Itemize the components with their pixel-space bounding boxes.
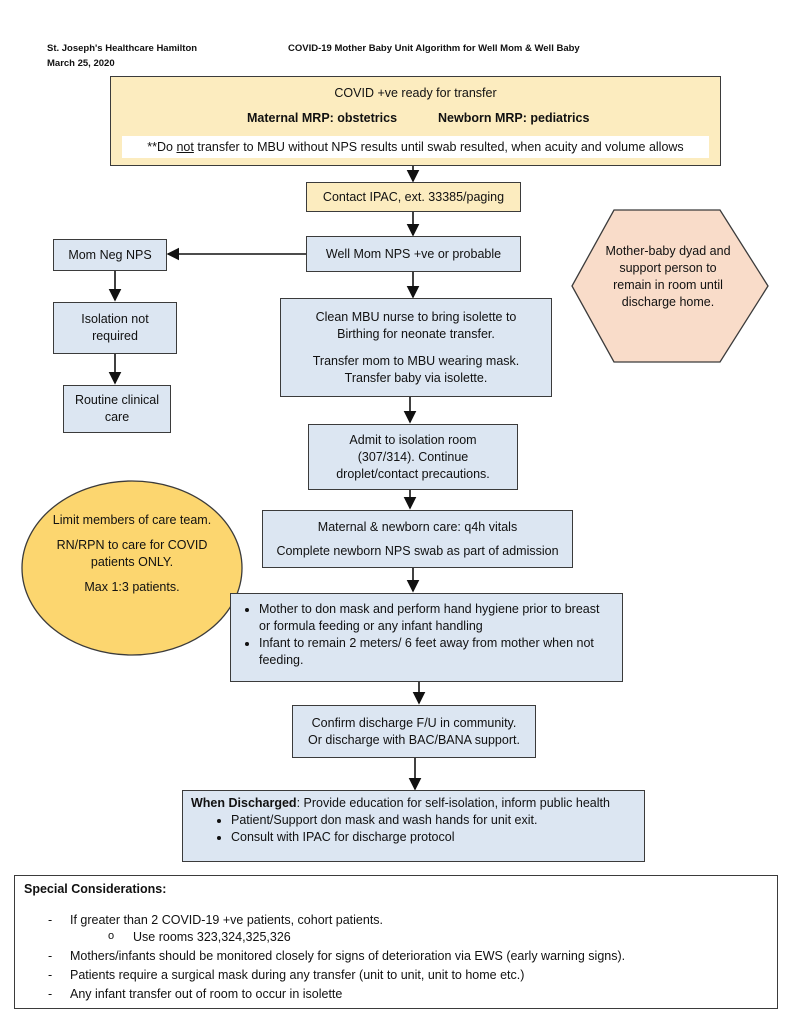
special-considerations-box: Special Considerations: - If greater tha… [14,875,778,1009]
well-mom-box: Well Mom NPS +ve or probable [306,236,521,272]
well-mom-text: Well Mom NPS +ve or probable [325,246,502,261]
special-item: Any infant transfer out of room to occur… [70,987,343,1001]
clean-nurse-text-1: Clean MBU nurse to bring isolette to Bir… [315,309,517,341]
special-item: Use rooms 323,324,325,326 [133,930,291,944]
care-team-text-1: Limit members of care team. [52,513,212,527]
hexagon-shape [571,209,769,363]
dash-bullet: - [48,987,53,1001]
routine-care-box: Routine clinical care [63,385,171,433]
contact-ipac-box: Contact IPAC, ext. 33385/paging [306,182,521,212]
transfer-ready-text: COVID +ve ready for transfer [334,86,497,100]
dash-bullet: - [48,968,53,982]
discharge-item: Patient/Support don mask and wash hands … [231,812,636,829]
maternal-mrp: Maternal MRP: obstetrics [247,111,398,125]
special-item: If greater than 2 COVID-19 +ve patients,… [70,913,384,927]
care-team-text-2: RN/RPN to care for COVID patients ONLY. [56,538,208,569]
newborn-mrp: Newborn MRP: pediatrics [438,111,590,125]
when-discharged-label: When Discharged [191,796,297,810]
special-considerations-title: Special Considerations: [24,882,167,896]
admit-text: Admit to isolation room (307/314). Conti… [336,432,490,481]
care-team-text-3: Max 1:3 patients. [84,580,180,594]
care-team-note: Limit members of care team. RN/RPN to ca… [52,512,212,596]
mom-neg-text: Mom Neg NPS [68,247,152,262]
care-box: Maternal & newborn care: q4h vitals Comp… [262,510,573,568]
admit-box: Admit to isolation room (307/314). Conti… [308,424,518,490]
confirm-discharge-text-2: Or discharge with BAC/BANA support. [308,732,520,747]
when-discharged-box: When Discharged: Provide education for s… [182,790,645,862]
confirm-discharge-box: Confirm discharge F/U in community. Or d… [292,705,536,758]
care-text-2: Complete newborn NPS swab as part of adm… [276,543,559,558]
dash-bullet: - [48,949,53,963]
isolation-not-required-text: Isolation not required [81,312,149,343]
routine-care-text: Routine clinical care [74,393,160,424]
document-title: COVID-19 Mother Baby Unit Algorithm for … [288,43,580,54]
mom-neg-box: Mom Neg NPS [53,239,167,271]
circle-shape [21,480,243,656]
special-item: Patients require a surgical mask during … [70,968,525,982]
organization-name: St. Joseph's Healthcare Hamilton [47,43,198,54]
clean-nurse-box: Clean MBU nurse to bring isolette to Bir… [280,298,552,397]
mask-hygiene-box: Mother to don mask and perform hand hygi… [230,593,623,682]
dyad-room-note: Mother-baby dyad and support person to r… [605,244,731,309]
when-discharged-text: : Provide education for self-isolation, … [296,796,610,810]
transfer-ready-box: COVID +ve ready for transfer Maternal MR… [110,76,721,166]
care-text-1: Maternal & newborn care: q4h vitals [317,519,518,534]
confirm-discharge-text-1: Confirm discharge F/U in community. [311,715,517,730]
document-date: March 25, 2020 [47,58,115,69]
mask-hygiene-item: Mother to don mask and perform hand hygi… [259,601,610,635]
contact-ipac-text: Contact IPAC, ext. 33385/paging [322,189,505,204]
isolation-not-required-box: Isolation not required [53,302,177,354]
dash-bullet: - [48,913,53,927]
circle-bullet: o [108,930,115,942]
mask-hygiene-item: Infant to remain 2 meters/ 6 feet away f… [259,635,610,669]
clean-nurse-text-2: Transfer mom to MBU wearing mask. Transf… [312,353,520,385]
special-item: Mothers/infants should be monitored clos… [70,949,626,963]
transfer-warning-note: **Do not transfer to MBU without NPS res… [122,136,709,158]
discharge-item: Consult with IPAC for discharge protocol [231,829,636,846]
